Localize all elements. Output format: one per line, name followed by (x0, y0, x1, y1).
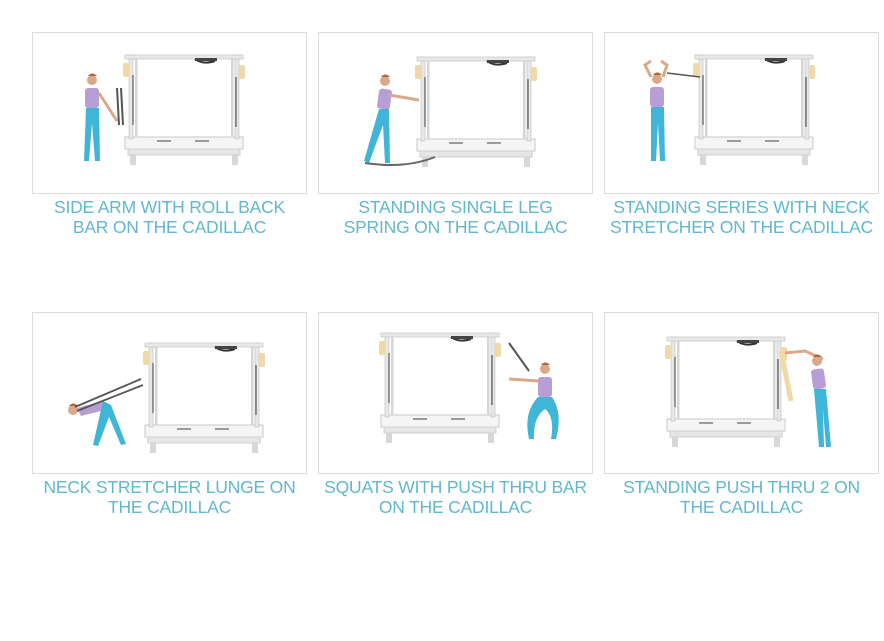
exercise-title[interactable]: STANDING SERIES WITH NECK STRETCHER ON T… (609, 197, 874, 237)
exercise-title[interactable]: NECK STRETCHER LUNGE ON THE CADILLAC (43, 477, 296, 517)
exercise-card-neck-stretcher-lunge[interactable]: NECK STRETCHER LUNGE ON THE CADILLAC (32, 312, 307, 517)
exercise-card-side-arm[interactable]: SIDE ARM WITH ROLL BACK BAR ON THE CADIL… (32, 32, 307, 237)
exercise-title[interactable]: SIDE ARM WITH ROLL BACK BAR ON THE CADIL… (53, 197, 286, 237)
exercise-card-standing-single-leg[interactable]: STANDING SINGLE LEG SPRING ON THE CADILL… (318, 32, 593, 237)
cadillac-exercise-image (364, 56, 538, 168)
exercise-title[interactable]: STANDING PUSH THRU 2 ON THE CADILLAC (623, 477, 860, 517)
exercise-thumbnail[interactable] (32, 312, 307, 474)
cadillac-exercise-image (664, 336, 831, 448)
exercise-card-standing-series[interactable]: STANDING SERIES WITH NECK STRETCHER ON T… (604, 32, 879, 237)
cadillac-exercise-image (643, 54, 816, 166)
cadillac-exercise-image (378, 332, 559, 444)
cadillac-exercise-image (68, 342, 266, 454)
exercise-thumbnail[interactable] (604, 32, 879, 194)
exercise-thumbnail[interactable] (318, 312, 593, 474)
exercise-card-standing-push-thru-2[interactable]: STANDING PUSH THRU 2 ON THE CADILLAC (604, 312, 879, 517)
exercise-thumbnail[interactable] (604, 312, 879, 474)
cadillac-exercise-image (84, 54, 246, 166)
exercise-title[interactable]: SQUATS WITH PUSH THRU BAR ON THE CADILLA… (324, 477, 587, 517)
exercise-card-squats-push-thru[interactable]: SQUATS WITH PUSH THRU BAR ON THE CADILLA… (318, 312, 593, 517)
exercise-title[interactable]: STANDING SINGLE LEG SPRING ON THE CADILL… (343, 197, 568, 237)
exercise-thumbnail[interactable] (318, 32, 593, 194)
exercise-thumbnail[interactable] (32, 32, 307, 194)
